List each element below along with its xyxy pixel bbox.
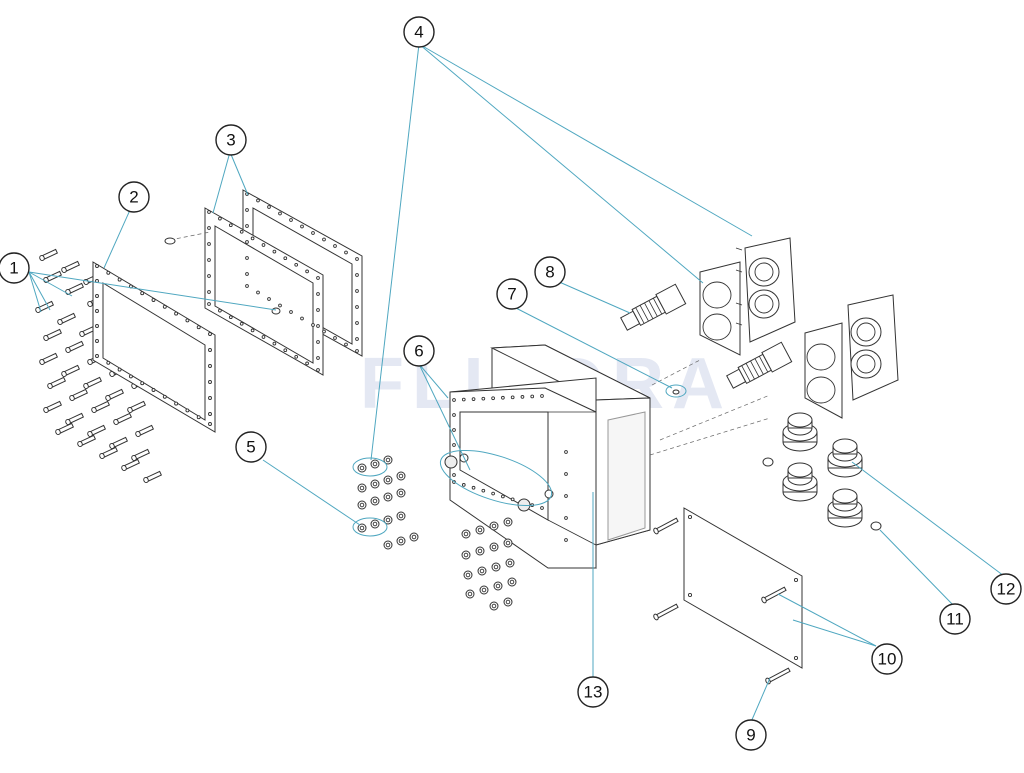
callout-12: 12 (990, 573, 1022, 605)
part-8-cable-glands (620, 283, 793, 456)
leader-lines (28, 43, 1005, 723)
part-10-cover-plate (683, 507, 803, 669)
callout-label-11: 11 (946, 610, 964, 629)
callout-1: 1 (0, 252, 30, 284)
callout-label-10: 10 (878, 650, 897, 669)
callout-label-7: 7 (507, 285, 516, 304)
part-11-washer-b (870, 521, 882, 531)
callout-2: 2 (118, 181, 150, 213)
callout-6: 6 (403, 335, 435, 367)
callout-9: 9 (735, 719, 767, 751)
callout-label-1: 1 (9, 259, 18, 278)
callout-7: 7 (496, 278, 528, 310)
box-bolts-nuts (461, 517, 517, 611)
part-7-pin (665, 384, 687, 398)
part-12-plugs (782, 412, 863, 528)
callout-label-9: 9 (746, 726, 755, 745)
callout-label-13: 13 (584, 683, 603, 702)
callout-label-8: 8 (545, 263, 554, 282)
callout-label-6: 6 (414, 342, 423, 361)
part-13-housing-box (439, 344, 651, 569)
part-11-washer-a (762, 457, 774, 467)
part-4-highlight-ring (352, 457, 388, 477)
callout-label-4: 4 (414, 23, 423, 42)
callout-label-5: 5 (246, 438, 255, 457)
callout-11: 11 (939, 603, 971, 635)
callout-label-2: 2 (129, 188, 138, 207)
callout-4: 4 (403, 16, 435, 48)
part-5-highlight-ring (352, 517, 388, 537)
callout-10: 10 (871, 643, 903, 675)
part-3-gaskets (164, 189, 363, 376)
part-5-nuts (357, 455, 419, 550)
callout-8: 8 (534, 256, 566, 288)
callout-3: 3 (215, 124, 247, 156)
part-2-front-frame (92, 261, 216, 433)
callout-label-3: 3 (226, 131, 235, 150)
callout-13: 13 (577, 676, 609, 708)
callout-5: 5 (235, 431, 267, 463)
callout-label-12: 12 (997, 580, 1016, 599)
part-4-gland-housings (699, 237, 899, 419)
